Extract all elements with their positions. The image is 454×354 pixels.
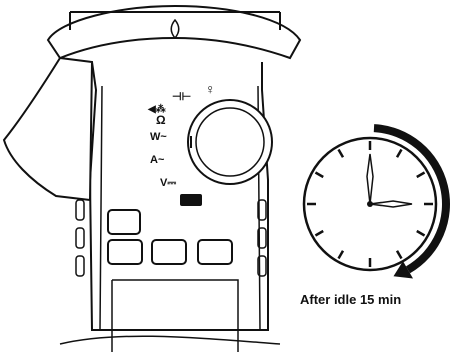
clock-tick <box>314 171 324 179</box>
meter-button-3 <box>151 239 187 265</box>
meter-buttons <box>107 209 233 265</box>
dial-label-ohm: Ω <box>156 113 166 127</box>
clock-ticks <box>307 141 433 267</box>
clock-tick <box>416 171 426 179</box>
clock-hour-hand <box>369 200 413 208</box>
side-ridges <box>75 199 267 277</box>
meter-button-2 <box>107 239 143 265</box>
rotary-dial <box>187 99 273 185</box>
clock-tick <box>416 229 426 237</box>
clock-tick <box>337 250 345 260</box>
clock-tick <box>314 229 324 237</box>
dial-label-volt-dc: V⎓ <box>160 177 176 189</box>
bottom-edge <box>59 335 281 345</box>
elapsed-time-arrow <box>373 124 450 279</box>
hold-indicator <box>180 194 202 206</box>
clamp-jaw <box>46 4 302 60</box>
display-window <box>111 279 239 352</box>
clock-tick <box>395 148 403 158</box>
clamp-jaw-top <box>69 11 281 30</box>
bulb-icon: ♀ <box>205 81 216 97</box>
meter-button-4 <box>197 239 233 265</box>
clock <box>302 136 438 272</box>
clock-tick <box>337 148 345 158</box>
diode-icon: ◀⁂ <box>147 103 166 115</box>
idle-caption: After idle 15 min <box>300 292 402 307</box>
side-grip <box>2 56 94 202</box>
clock-tick <box>395 250 403 260</box>
meter-body <box>88 61 269 331</box>
dial-label-capacitance: ⊣⊢ <box>172 90 191 103</box>
meter-button-1 <box>107 209 141 235</box>
jaw-trigger-icon <box>170 18 180 40</box>
dial-label-amp-ac: A~ <box>150 154 165 166</box>
clock-center <box>367 201 373 207</box>
dial-labels: ⊣⊢ ♀ ◀⁂ Ω W~ A~ V⎓ <box>147 81 216 206</box>
clock-minute-hand <box>366 153 374 205</box>
dial-label-w: W~ <box>150 131 167 143</box>
